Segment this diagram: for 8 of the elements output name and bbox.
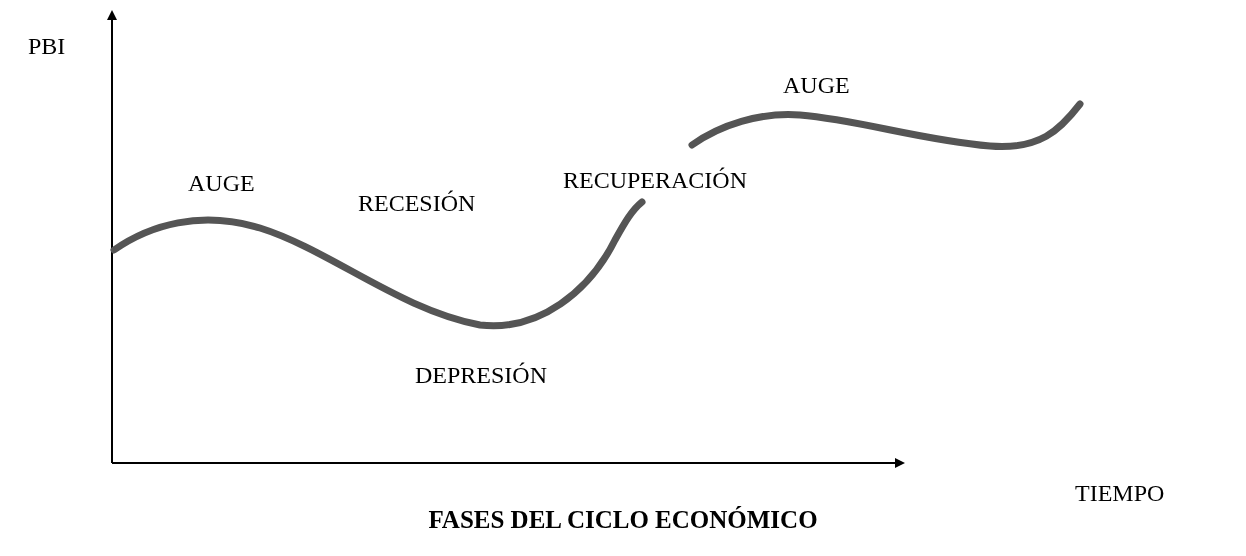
phase-label: RECUPERACIÓN [563,167,748,194]
phase-label: RECESIÓN [358,190,476,217]
caption: FASES DEL CICLO ECONÓMICO [428,506,818,534]
phase-label: DEPRESIÓN [415,362,547,389]
axis-label: TIEMPO [1075,480,1165,507]
phase-label: AUGE [783,72,850,99]
axis-label: PBI [28,33,66,60]
phase-label: AUGE [188,170,255,197]
